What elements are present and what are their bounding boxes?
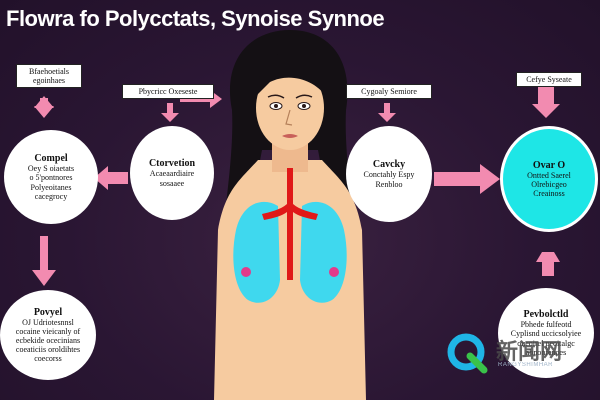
arrow-left-to-compel [94, 166, 128, 190]
watermark-glyphs: 新闻网 [496, 340, 563, 365]
circle-left-line-1: Oey S oiaetats [27, 164, 75, 174]
circle-bottom-right-line-2: Cyplisnd uccicsolyiee [510, 329, 582, 339]
circle-left: Compel Oey S oiaetats o 5'pontnores Poly… [4, 130, 98, 224]
circle-bottom-right-line-4: abnonfenoes [525, 347, 567, 357]
circle-bottom-left-heading: Povyel [33, 306, 63, 318]
circle-bottom-left-line-1: OJ Udriotesnnsl [22, 317, 74, 327]
circle-center-right: Cavcky Conctahly Espy Renbloo [346, 126, 432, 222]
circle-bottom-left-line-5: coecorss [34, 354, 62, 364]
circle-left-heading: Compel [34, 153, 68, 165]
circle-bottom-right-heading: Pevbolctld [523, 309, 569, 321]
artery-icon [262, 168, 318, 280]
circle-bottom-left-line-3: ecbekide ocecinians [15, 335, 81, 345]
circle-center-right-line-1: Conctahly Espy [363, 170, 415, 180]
arrow-up-bottom-right [536, 252, 560, 276]
arrow-right-to-cyan [434, 164, 500, 194]
mouth-icon [282, 134, 298, 138]
arrow-down-mid-left [161, 103, 179, 122]
tag-top-left: Bfaehoetials egoinhaes [16, 64, 82, 89]
circle-center-left-heading: Ctorvetion [148, 158, 196, 170]
tag-mid-right: Cygoaly Semiore [346, 84, 432, 100]
right-lung-icon [300, 201, 347, 303]
circle-bottom-left-line-4: coeaticiis oroldihtes [15, 345, 81, 355]
tag-top-right: Cefye Syseate [516, 72, 582, 88]
circle-center-left-line-2: sosaaee [159, 178, 185, 188]
circle-center-right-line-2: Renbloo [375, 179, 403, 189]
circle-left-line-4: cacegrocy [34, 191, 68, 201]
q-logo-icon [447, 333, 485, 371]
arrow-down-top-right [532, 84, 560, 118]
arrow-down-bottom-left [32, 236, 56, 286]
tag-mid-left: Pbycricc Oxeseste [122, 84, 214, 100]
circle-right-line-3: Creainoss [533, 189, 565, 199]
circle-center-right-heading: Cavcky [372, 159, 406, 171]
arrow-up-down-top-left [34, 96, 54, 118]
circle-left-line-3: Polyeoitanes [30, 182, 72, 192]
circle-bottom-left: Povyel OJ Udriotesnnsl cocaine vieicanly… [0, 290, 96, 380]
circle-bottom-right: Pevbolctld Pbhede fulfeotd Cyplisnd ucci… [498, 288, 594, 378]
arrow-down-mid-right [378, 103, 396, 122]
circle-bottom-right-line-3: oueoirel peoitalgc [517, 338, 575, 348]
tag-top-left-line-1: Bfaehoetials [29, 67, 69, 76]
tag-top-left-line-2: egoinhaes [33, 76, 65, 86]
circle-bottom-right-line-1: Pbhede fulfeotd [520, 320, 572, 330]
hair-fringe [256, 49, 327, 96]
left-lung-icon [233, 201, 280, 303]
circle-right-line-2: Olrebicgeo [531, 179, 567, 189]
circle-center-left: Ctorvetion Acaeaardiaire sosaaee [130, 126, 214, 220]
circle-right-line-1: Ontted Saerel [527, 170, 571, 180]
circle-bottom-left-line-2: cocaine vieicanly of [15, 326, 81, 336]
diagram-title: Flowra fo Polycctats, Synoise Synnoe [6, 6, 385, 31]
circle-right-heading: Ovar O [532, 159, 566, 171]
circle-left-line-2: o 5'pontnores [29, 173, 73, 183]
face [256, 66, 324, 150]
circle-center-left-line-1: Acaeaardiaire [149, 169, 195, 179]
circle-right: Ovar O Ontted Saerel Olrebicgeo Creainos… [500, 126, 598, 232]
watermark-caption: RANGYSHIMHAR [498, 362, 554, 368]
nose-icon [285, 109, 293, 126]
